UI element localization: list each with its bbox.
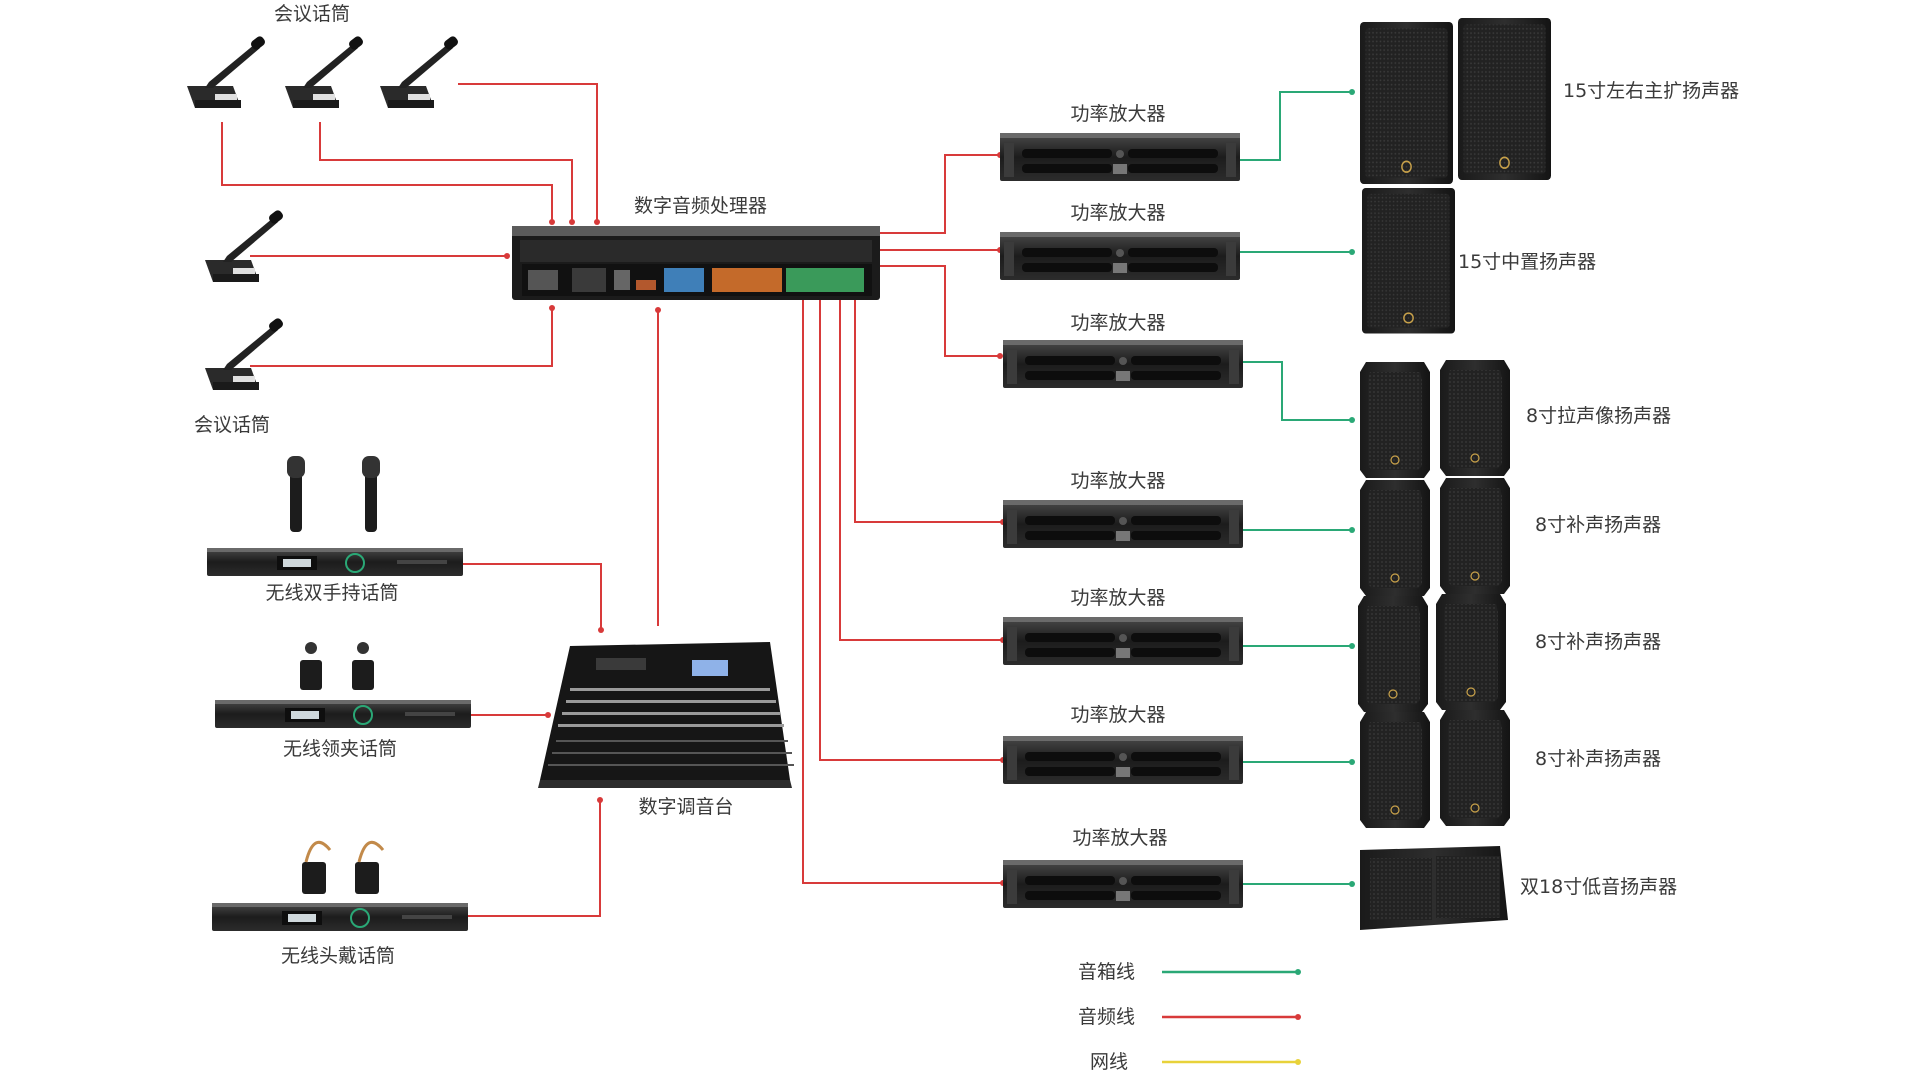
label-amplifier-5: 功率放大器 [1070, 587, 1166, 609]
legend [1162, 969, 1301, 1065]
power-amplifier-4 [1003, 500, 1243, 548]
fill-speakers-2 [1357, 593, 1507, 713]
center-speaker [1361, 187, 1456, 335]
wireless-handheld-mic-system [206, 456, 464, 577]
audio-lines [221, 83, 1003, 917]
audio-line-confmic-3 [458, 83, 598, 222]
wireless-lavalier-mic-system [214, 642, 472, 729]
main-speaker-pair [1359, 17, 1552, 185]
conference-mic-left-1 [205, 208, 285, 282]
audio-line-amp-6 [819, 300, 1003, 761]
audio-line-amp-7 [802, 300, 1003, 884]
conference-mic-left-2 [205, 316, 285, 390]
label-main-speakers: 15寸左右主扩扬声器 [1563, 80, 1740, 102]
legend-label-audio-line: 音频线 [1078, 1006, 1136, 1028]
label-amplifier-2: 功率放大器 [1070, 202, 1166, 224]
speaker-line-main [1240, 91, 1352, 161]
conference-mic-top-3 [380, 34, 460, 108]
power-amplifier-7 [1003, 860, 1243, 908]
legend-label-network-line: 网线 [1090, 1051, 1129, 1073]
fill-speakers-1 [1359, 477, 1511, 597]
audio-line-amp-4 [854, 300, 1003, 523]
power-amplifier-3 [1003, 340, 1243, 388]
label-digital-mixer: 数字调音台 [638, 796, 734, 818]
label-amplifier-3: 功率放大器 [1070, 312, 1166, 334]
digital-audio-processor [512, 226, 880, 300]
audio-line-confmic-5 [250, 308, 553, 367]
label-amplifier-4: 功率放大器 [1070, 470, 1166, 492]
label-fill-speakers-1: 8寸补声扬声器 [1535, 514, 1662, 536]
label-digital-audio-processor: 数字音频处理器 [634, 195, 768, 217]
label-amplifier-6: 功率放大器 [1070, 704, 1166, 726]
label-wireless-headset: 无线头戴话筒 [280, 945, 396, 967]
label-wireless-handheld: 无线双手持话筒 [265, 582, 399, 604]
label-fill-speakers-3: 8寸补声扬声器 [1535, 748, 1662, 770]
line-array-speakers [1359, 359, 1511, 479]
audio-line-amp-3 [880, 265, 1000, 357]
label-amplifier-1: 功率放大器 [1070, 103, 1166, 125]
speaker-arrow-dots [1349, 89, 1355, 887]
conference-mic-top-2 [285, 34, 365, 108]
label-conference-mic-left: 会议话筒 [194, 414, 271, 436]
power-amplifier-6 [1003, 736, 1243, 784]
label-line-array-speakers: 8寸拉声像扬声器 [1526, 405, 1672, 427]
audio-line-amp-1 [880, 154, 1000, 234]
audio-line-confmic-1 [221, 122, 553, 222]
conference-mic-top-1 [187, 34, 267, 108]
digital-mixing-console [538, 642, 794, 788]
speaker-lines [1240, 91, 1352, 885]
fill-speakers-3 [1359, 709, 1511, 829]
label-subwoofer: 双18寸低音扬声器 [1520, 876, 1678, 898]
power-amplifier-5 [1003, 617, 1243, 665]
power-amplifier-1 [1000, 133, 1240, 181]
audio-line-confmic-2 [319, 122, 573, 222]
audio-line-headset [462, 800, 601, 917]
label-amplifier-7: 功率放大器 [1072, 827, 1168, 849]
speaker-line-line-array [1240, 361, 1352, 421]
label-wireless-lavalier: 无线领夹话筒 [282, 738, 398, 760]
label-fill-speakers-2: 8寸补声扬声器 [1535, 631, 1662, 653]
wireless-headset-mic-system [211, 840, 469, 932]
label-center-speaker: 15寸中置扬声器 [1458, 251, 1597, 273]
audio-line-amp-5 [839, 300, 1003, 641]
power-amplifier-2 [1000, 232, 1240, 280]
legend-label-speaker-line: 音箱线 [1078, 961, 1136, 983]
label-conference-mic-top: 会议话筒 [274, 3, 351, 25]
audio-line-handheld [458, 563, 602, 630]
subwoofer [1360, 846, 1508, 930]
